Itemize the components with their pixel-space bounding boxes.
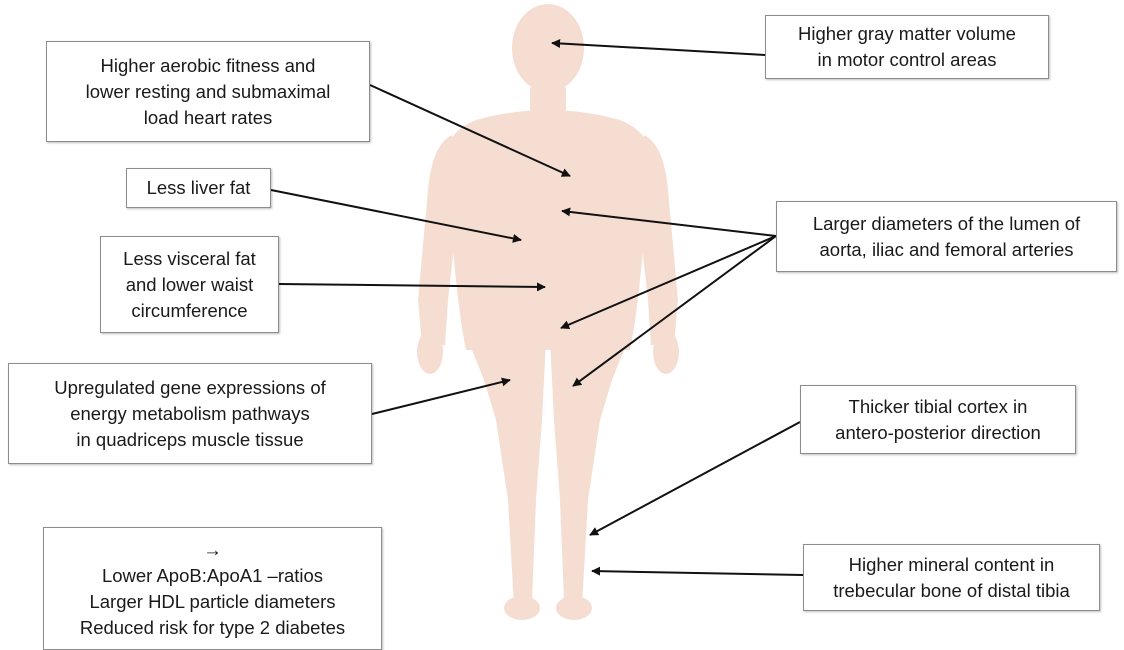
box-aerobic-line-2: lower resting and submaximal [86,79,331,105]
silhouette-right-leg [550,340,628,606]
box-blood-markers: → Lower ApoB:ApoA1 –ratios Larger HDL pa… [43,527,382,650]
box-tibial-cortex-line-2: antero-posterior direction [835,420,1041,446]
box-mineral: Higher mineral content in trebecular bon… [803,544,1100,611]
silhouette-left-arm [418,135,460,345]
box-gene-line-3: in quadriceps muscle tissue [76,427,303,453]
box-mineral-line-2: trebecular bone of distal tibia [833,578,1070,604]
arrow-mineral [592,571,803,575]
silhouette-right-foot [556,596,592,620]
box-blood-line-3: Larger HDL particle diameters [89,589,335,615]
silhouette-neck [530,84,566,114]
box-aerobic: Higher aerobic fitness and lower resting… [46,41,370,142]
human-body-silhouette [417,4,679,620]
arrow-tibial-cortex [590,422,800,535]
box-gene-line-1: Upregulated gene expressions of [54,375,326,401]
box-tibial-cortex: Thicker tibial cortex in antero-posterio… [800,385,1076,454]
box-arteries-line-2: aorta, iliac and femoral arteries [820,237,1074,263]
box-aerobic-line-3: load heart rates [144,105,273,131]
box-blood-line-4: Reduced risk for type 2 diabetes [80,615,345,641]
silhouette-left-hand [417,330,443,374]
box-gray-matter: Higher gray matter volume in motor contr… [765,15,1049,79]
box-visceral-line-1: Less visceral fat [123,246,256,272]
box-blood-line-2: Lower ApoB:ApoA1 –ratios [102,563,323,589]
box-aerobic-line-1: Higher aerobic fitness and [101,53,316,79]
box-gene-line-2: energy metabolism pathways [70,401,310,427]
box-arteries: Larger diameters of the lumen of aorta, … [776,201,1117,272]
box-liver-line-1: Less liver fat [147,175,251,201]
box-gene-expression: Upregulated gene expressions of energy m… [8,363,372,464]
box-gray-matter-line-1: Higher gray matter volume [798,21,1016,47]
silhouette-head [512,4,584,92]
box-visceral-line-2: and lower waist [126,272,254,298]
silhouette-left-foot [504,596,540,620]
box-visceral: Less visceral fat and lower waist circum… [100,236,279,333]
box-tibial-cortex-line-1: Thicker tibial cortex in [849,394,1028,420]
box-arteries-line-1: Larger diameters of the lumen of [813,211,1080,237]
box-liver: Less liver fat [126,168,271,208]
box-visceral-line-3: circumference [131,298,247,324]
box-mineral-line-1: Higher mineral content in [849,552,1055,578]
box-blood-arrow-glyph: → [203,537,222,563]
box-gray-matter-line-2: in motor control areas [818,47,997,73]
silhouette-right-hand [653,330,679,374]
